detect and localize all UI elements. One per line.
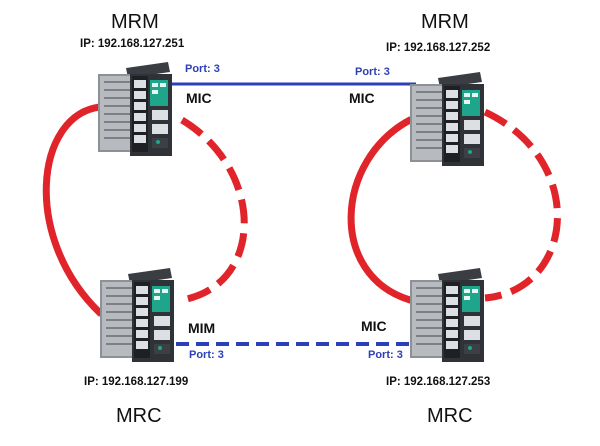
node-top-left-ip: IP: 192.168.127.251	[80, 38, 185, 50]
node-top-left-port: Port: 3	[185, 63, 220, 75]
node-top-right-ip: IP: 192.168.127.252	[386, 42, 491, 54]
switch-top-right	[409, 71, 485, 167]
ring-right-dashed-arc	[483, 108, 561, 302]
node-bottom-right-conn-label: MIC	[361, 318, 387, 334]
node-top-right-port: Port: 3	[355, 66, 390, 78]
ring-left-solid-arc	[42, 103, 104, 317]
node-bottom-left-port: Port: 3	[189, 349, 224, 361]
node-bottom-left-ip: IP: 192.168.127.199	[84, 376, 189, 388]
node-bottom-left-conn-label: MIM	[188, 320, 216, 336]
ring-right-solid-arc	[347, 116, 414, 304]
ring-left	[42, 103, 248, 317]
node-top-left-role: MRM	[111, 11, 159, 33]
node-top-right-conn-label: MIC	[349, 90, 375, 106]
node-bottom-left-role: MRC	[116, 405, 162, 427]
node-bottom-right-port: Port: 3	[368, 349, 403, 361]
node-top-right-role: MRM	[421, 11, 469, 33]
ring-left-dashed-arc	[180, 117, 248, 304]
switch-bottom-left	[99, 267, 175, 363]
node-bottom-right-ip: IP: 192.168.127.253	[386, 376, 491, 388]
node-bottom-right-role: MRC	[427, 405, 473, 427]
ring-right	[347, 108, 561, 304]
switch-top-left	[97, 61, 173, 157]
switch-bottom-right	[409, 267, 485, 363]
node-top-left-conn-label: MIC	[186, 90, 212, 106]
